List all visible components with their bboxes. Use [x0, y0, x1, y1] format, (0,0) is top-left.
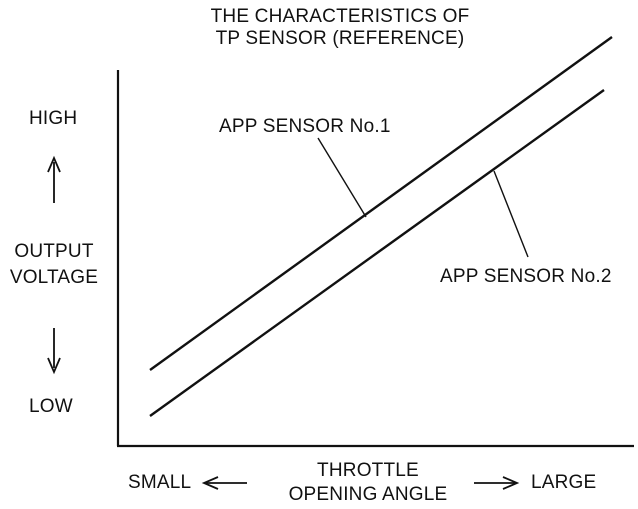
diagram-title: THE CHARACTERISTICS OF TP SENSOR (REFERE…: [160, 6, 520, 50]
title-line-1: THE CHARACTERISTICS OF: [210, 6, 470, 27]
y-axis-title: OUTPUT VOLTAGE: [0, 241, 108, 289]
x-axis-title: THROTTLE OPENING ANGLE: [268, 460, 468, 506]
title-line-2: TP SENSOR (REFERENCE): [215, 28, 465, 49]
x-axis-title-line-2: OPENING ANGLE: [288, 484, 448, 505]
y-low-label: LOW: [29, 396, 73, 417]
up-arrow-icon: [47, 155, 61, 203]
app-sensor-1-line: [149, 36, 613, 371]
right-arrow-icon: [474, 476, 520, 490]
down-arrow-icon: [47, 328, 61, 375]
app-sensor-2-leader: [493, 170, 529, 258]
y-axis-title-line-1: OUTPUT: [14, 241, 94, 262]
left-arrow-icon: [201, 476, 247, 490]
y-high-label: HIGH: [29, 108, 78, 129]
app-sensor-2-line: [149, 89, 605, 417]
x-large-label: LARGE: [531, 472, 597, 493]
app-sensor-1-leader: [317, 137, 367, 218]
x-axis-title-line-1: THROTTLE: [317, 460, 419, 481]
y-axis-title-line-2: VOLTAGE: [9, 267, 99, 288]
x-small-label: SMALL: [128, 472, 192, 493]
app-sensor-2-label: APP SENSOR No.2: [440, 266, 612, 287]
app-sensor-1-label: APP SENSOR No.1: [219, 116, 391, 137]
